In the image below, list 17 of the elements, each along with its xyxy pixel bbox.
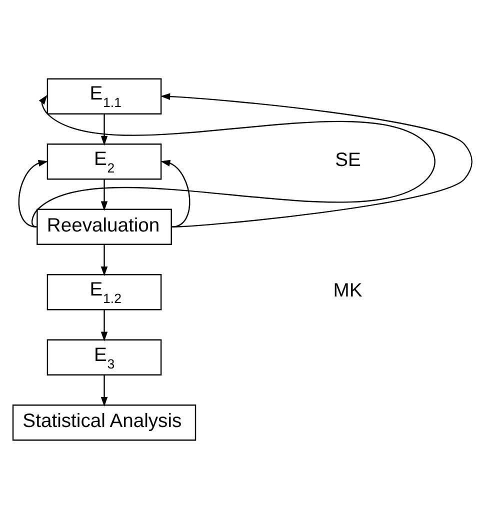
label: SE xyxy=(335,150,361,172)
arrow xyxy=(100,114,108,146)
node-box: E$_{2}$ xyxy=(46,143,162,180)
node-box: E$_{1.2}$ xyxy=(46,274,162,310)
arrow xyxy=(100,375,108,407)
node-box: Reevaluation xyxy=(36,208,172,245)
label: MK xyxy=(333,280,362,302)
arrow xyxy=(160,93,472,228)
arrow xyxy=(100,179,108,211)
arrow xyxy=(18,160,48,228)
arrow xyxy=(100,310,108,342)
arrow xyxy=(160,160,190,228)
node-box: Statistical Analysis xyxy=(12,404,196,441)
node-box: E$_{1.1}$ xyxy=(46,78,162,114)
arrow xyxy=(32,94,435,228)
node-box: E$_{3}$ xyxy=(46,339,162,376)
arrow xyxy=(100,244,108,276)
